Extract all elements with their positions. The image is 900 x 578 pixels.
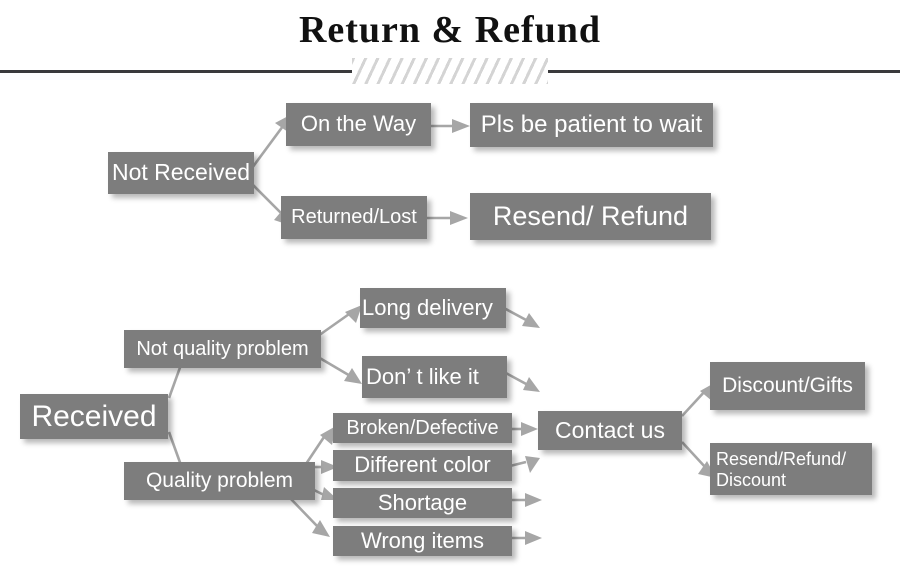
node-contact-us[interactable]: Contact us <box>538 411 682 450</box>
connector-returned-lost-to-resend-refund <box>426 211 468 225</box>
node-not-received[interactable]: Not Received <box>108 152 254 194</box>
node-label-line1: Resend/Refund/ <box>716 449 847 469</box>
node-quality-problem[interactable]: Quality problem <box>124 462 315 500</box>
node-label: Not Received <box>111 159 251 186</box>
connector-broken-defective-to-contact-us <box>510 422 538 436</box>
node-resend-refund[interactable]: Resend/ Refund <box>470 193 711 240</box>
node-label: Broken/Defective <box>346 416 499 439</box>
node-discount-gifts[interactable]: Discount/Gifts <box>710 362 865 410</box>
hatched-divider-icon <box>352 58 548 84</box>
node-returned-lost[interactable]: Returned/Lost <box>281 196 427 239</box>
node-not-quality-problem[interactable]: Not quality problem <box>124 330 321 368</box>
node-label: Pls be patient to wait <box>480 110 703 138</box>
node-on-the-way[interactable]: On the Way <box>286 103 431 146</box>
connector-wrong-items-to-contact-us <box>510 531 542 545</box>
node-label: Shortage <box>377 489 468 515</box>
connector-quality-to-wrong-items <box>289 497 330 537</box>
node-long-delivery[interactable]: Long delivery <box>360 288 506 328</box>
node-resend-refund-discount[interactable]: Resend/Refund/ Discount <box>710 443 872 495</box>
node-shortage[interactable]: Shortage <box>333 488 512 518</box>
connector-not-quality-to-dont-like-it <box>317 355 362 384</box>
connector-on-the-way-to-pls-be-patient <box>430 119 470 133</box>
connector-dont-like-it-to-contact-us <box>503 370 540 392</box>
node-different-color[interactable]: Different color <box>333 450 512 481</box>
node-received[interactable]: Received <box>20 394 168 439</box>
divider-rule-right <box>548 70 900 73</box>
node-label: Not quality problem <box>136 337 309 360</box>
connector-different-color-to-contact-us <box>509 456 540 473</box>
node-label: Resend/ Refund <box>492 201 689 232</box>
page-title: Return & Refund <box>298 9 602 51</box>
connector-not-quality-to-long-delivery <box>317 305 362 338</box>
node-label: On the Way <box>300 111 417 137</box>
node-broken-defective[interactable]: Broken/Defective <box>333 413 512 443</box>
node-label-line2: Discount <box>716 469 787 490</box>
node-pls-be-patient-to-wait[interactable]: Pls be patient to wait <box>470 103 713 147</box>
node-label: Contact us <box>555 416 665 443</box>
divider-rule-left <box>0 70 352 73</box>
connector-long-delivery-to-contact-us <box>501 305 540 328</box>
node-label: Quality problem <box>145 469 294 493</box>
node-label: Received <box>31 399 157 433</box>
node-label: Wrong items <box>360 527 485 553</box>
node-label: Long delivery <box>362 294 493 320</box>
node-label: Discount/Gifts <box>722 374 853 398</box>
connector-shortage-to-contact-us <box>510 493 542 507</box>
node-wrong-items[interactable]: Wrong items <box>333 526 512 556</box>
node-label: Different color <box>354 452 491 478</box>
node-dont-like-it[interactable]: Don’ t like it <box>362 356 507 398</box>
connector-received-to-not-quality-problem <box>167 361 184 399</box>
node-label: Returned/Lost <box>291 206 417 229</box>
node-label: Don’ t like it <box>366 363 479 389</box>
